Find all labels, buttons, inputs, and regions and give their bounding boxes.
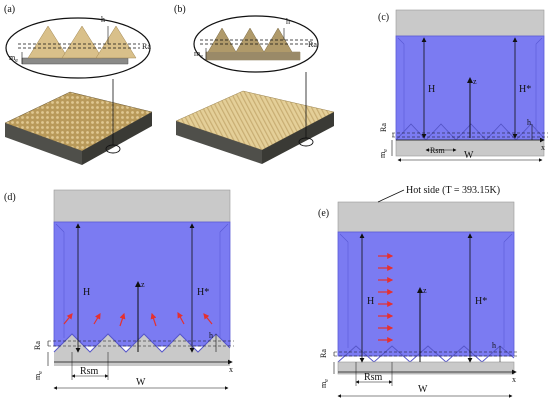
domain-corner — [339, 233, 349, 243]
rsm-label-c: Rsm — [430, 146, 445, 155]
ra-label-c: Ra — [379, 123, 388, 132]
plate-front-a — [5, 123, 82, 165]
fluid-domain-d — [53, 221, 231, 347]
ra-label-d: Ra — [33, 341, 42, 350]
H-label-c: H — [428, 84, 435, 95]
panel-c: (c) H H* z x Ra h me Rsm W — [378, 9, 548, 162]
panel-e-label: (e) — [318, 208, 329, 219]
bottom-wall-d — [54, 334, 230, 366]
me-label-b: me — [194, 49, 203, 60]
H-label-e: H — [367, 296, 374, 307]
me-label-c: me — [378, 149, 389, 158]
z-label-e: z — [423, 286, 427, 295]
domain-corner — [397, 37, 405, 45]
z-label-c: z — [473, 77, 477, 86]
plate-side-a — [82, 112, 152, 165]
h-label-e: h — [492, 341, 496, 350]
rough-profile-c — [395, 123, 545, 141]
flow-arrow — [119, 312, 126, 327]
flow-arrow — [150, 312, 157, 327]
bottom-wall-e — [337, 361, 515, 375]
me-label-e: me — [319, 379, 330, 388]
flow-arrow — [63, 313, 73, 325]
panel-c-label: (c) — [378, 12, 389, 23]
Hstar-label-d: H* — [197, 287, 209, 298]
flow-arrow — [203, 313, 213, 325]
panel-d-label: (d) — [4, 192, 16, 203]
top-wall-c — [395, 9, 545, 37]
ra-label-e: Ra — [319, 349, 328, 358]
panel-b-label: (b) — [174, 4, 186, 15]
cone — [61, 25, 103, 59]
x-label-e: x — [512, 375, 516, 384]
top-wall-e — [337, 201, 515, 233]
panel-a: (a) Ra h me — [4, 4, 153, 165]
h-label-d: h — [209, 331, 213, 340]
hot-side-leader — [377, 189, 405, 203]
w-label-e: W — [418, 384, 428, 395]
rsm-label-d: Rsm — [80, 366, 99, 377]
rsm-label-e: Rsm — [364, 372, 383, 383]
flow-arrow — [93, 312, 101, 325]
panel-e: (e) Hot side (T = 393.15K) H H* z x — [318, 185, 518, 398]
domain-corner — [535, 37, 543, 45]
top-wall-d — [53, 189, 231, 223]
h-label-a: h — [101, 15, 105, 24]
me-label-a: me — [9, 53, 18, 64]
zoom-base-b — [206, 52, 300, 60]
panel-d: (d) H H* z x Ra h me — [4, 189, 234, 390]
H-label-d: H — [83, 287, 90, 298]
domain-corner — [219, 223, 229, 233]
cone — [95, 25, 137, 59]
h-label-c: h — [527, 118, 531, 127]
cone — [27, 25, 69, 59]
hot-side-label: Hot side (T = 393.15K) — [406, 185, 500, 196]
x-label-c: x — [541, 143, 545, 152]
x-label-d: x — [229, 365, 233, 374]
Hstar-label-e: H* — [475, 296, 487, 307]
w-label-d: W — [136, 377, 146, 388]
z-label-d: z — [141, 280, 145, 289]
panel-a-label: (a) — [4, 4, 15, 15]
panel-b: (b) Ra h me — [174, 4, 335, 164]
me-label-d: me — [33, 371, 44, 380]
ra-label-b: Ra — [308, 40, 317, 49]
w-label-c: W — [464, 150, 474, 161]
ra-label-a: Ra — [142, 42, 151, 51]
domain-corner — [55, 223, 65, 233]
domain-corner — [503, 233, 513, 243]
zoom-base-a — [21, 57, 129, 65]
plate-side-b — [262, 112, 334, 164]
flow-arrow — [177, 311, 185, 325]
h-label-b: h — [286, 17, 290, 26]
Hstar-label-c: H* — [519, 84, 531, 95]
plate-front-b — [176, 121, 262, 164]
fluid-domain-e — [337, 231, 515, 357]
rough-profile-e — [337, 345, 515, 363]
